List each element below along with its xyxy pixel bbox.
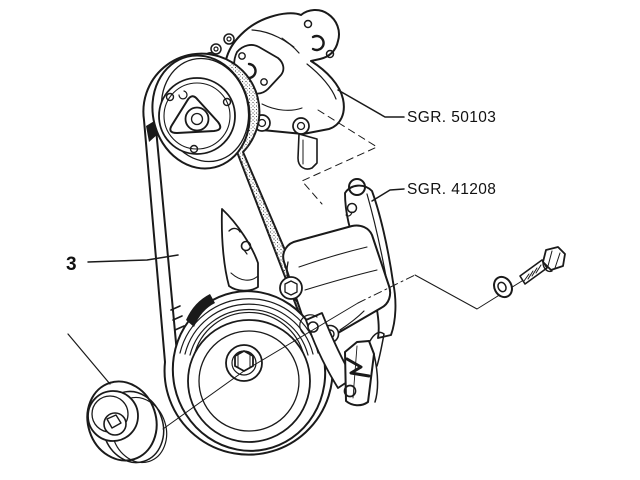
leader-bracket — [371, 188, 405, 202]
bracket-ref-label: SGR. 41208 — [407, 181, 496, 198]
washer — [493, 275, 513, 299]
ear-hole-large — [311, 34, 325, 52]
compressor-ref-label: SGR. 50103 — [407, 109, 496, 126]
belt-callout-label: 3 — [66, 254, 77, 275]
leader-compressor — [337, 89, 405, 118]
callouts: 3 SGR. 50103 SGR. 41208 — [66, 89, 496, 275]
idler-pulley — [86, 380, 168, 464]
pulley-hub — [184, 106, 210, 132]
leader-belt — [87, 254, 179, 263]
bolt-head — [542, 246, 566, 271]
compressor-pulley — [151, 54, 251, 170]
bracket-arm — [220, 208, 259, 292]
bolt — [519, 246, 566, 285]
axis-centerline — [162, 302, 359, 430]
arm-hole — [240, 240, 252, 252]
pivot-hole — [307, 321, 319, 333]
pump-bolt-head — [284, 280, 298, 296]
phantom-alignment-line — [301, 109, 378, 205]
bracket-lower — [299, 312, 385, 407]
bracket-top-hole — [348, 178, 366, 196]
lug-hole — [343, 384, 357, 398]
crank-pulley — [171, 290, 327, 452]
idler-leader-line — [67, 333, 111, 385]
